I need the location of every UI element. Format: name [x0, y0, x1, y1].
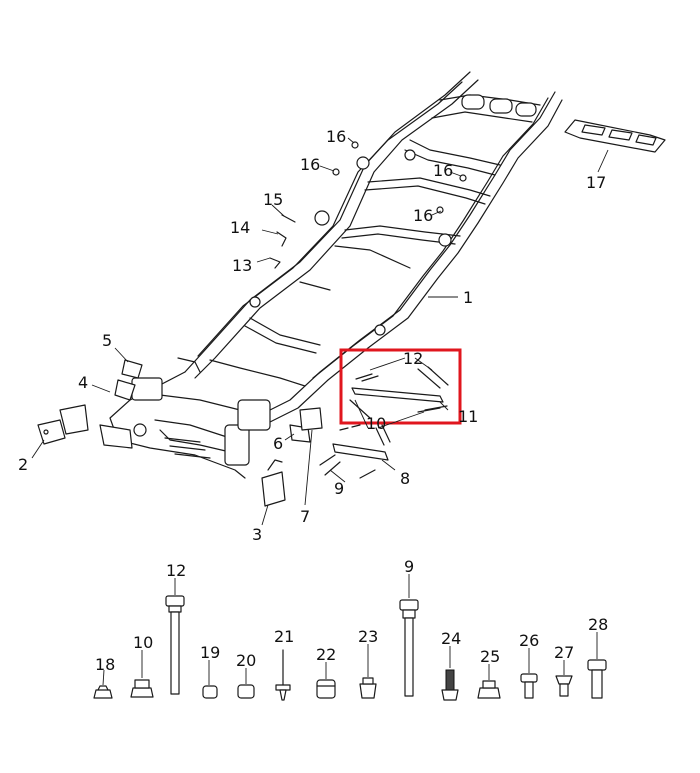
- callout-5: 5: [102, 331, 112, 350]
- hardware-label-20: 20: [236, 651, 256, 670]
- hardware-label-23: 23: [358, 627, 378, 646]
- callout-16c: 16: [433, 161, 453, 180]
- hardware-label-9: 9: [404, 557, 414, 576]
- hardware-label-21: 21: [274, 627, 294, 646]
- callout-3: 3: [252, 525, 262, 544]
- rear-crossmember[interactable]: [564, 119, 666, 153]
- leader-lines: [31, 137, 609, 526]
- callout-labels: 1 2 3 4 5 6 7 8 9 10 11 12 13 14 15 16 1…: [18, 127, 606, 544]
- bracket-4[interactable]: [99, 379, 136, 449]
- nut-20[interactable]: [237, 684, 255, 699]
- callout-14: 14: [230, 218, 250, 237]
- hardware-label-24: 24: [441, 629, 461, 648]
- bracket-7[interactable]: [299, 407, 323, 431]
- callout-13: 13: [232, 256, 252, 275]
- hardware-label-26: 26: [519, 631, 539, 650]
- clip-23[interactable]: [359, 677, 377, 699]
- callout-16d: 16: [413, 206, 433, 225]
- callout-17: 17: [586, 173, 606, 192]
- callout-15: 15: [263, 190, 283, 209]
- bracket-5[interactable]: [121, 359, 143, 379]
- clips-13-14-15[interactable]: [269, 141, 467, 269]
- callout-6: 6: [273, 434, 283, 453]
- frame-assembly[interactable]: [109, 71, 563, 479]
- callout-11: 11: [458, 407, 478, 426]
- callout-7: 7: [300, 507, 310, 526]
- callout-12: 12: [403, 349, 423, 368]
- bolt-9[interactable]: [399, 599, 419, 697]
- callout-16a: 16: [326, 127, 346, 146]
- hardware-label-27: 27: [554, 643, 574, 662]
- bolt-28[interactable]: [587, 659, 607, 699]
- flange-nut-10[interactable]: [130, 679, 154, 698]
- callout-9: 9: [334, 479, 344, 498]
- highlight-box: [339, 348, 462, 425]
- callout-1: 1: [463, 288, 473, 307]
- hardware-label-12: 12: [166, 561, 186, 580]
- hardware-label-25: 25: [480, 647, 500, 666]
- mount-3[interactable]: [261, 459, 286, 507]
- nut-19[interactable]: [202, 685, 218, 699]
- callout-4: 4: [78, 373, 88, 392]
- hardware-label-28: 28: [588, 615, 608, 634]
- callout-16b: 16: [300, 155, 320, 174]
- callout-2: 2: [18, 455, 28, 474]
- insert-22[interactable]: [316, 679, 336, 699]
- bracket-2[interactable]: [37, 404, 89, 445]
- hardware-label-18: 18: [95, 655, 115, 674]
- nut-25[interactable]: [477, 680, 501, 699]
- bolt-27[interactable]: [555, 675, 573, 697]
- lower-crossmember[interactable]: [319, 424, 391, 479]
- nut-18[interactable]: [93, 685, 113, 699]
- hardware-label-10: 10: [133, 633, 153, 652]
- hardware-label-19: 19: [200, 643, 220, 662]
- stud-24[interactable]: [441, 669, 459, 701]
- crossmember-kit[interactable]: [349, 366, 449, 419]
- bolt-26[interactable]: [520, 673, 538, 699]
- callout-10: 10: [366, 414, 386, 433]
- hardware-label-22: 22: [316, 645, 336, 664]
- bolt-12[interactable]: [165, 595, 185, 695]
- hardware-row: 18 10 12 19 20 21 22 23 9 24 25 26 27 28: [93, 557, 608, 701]
- pin-21[interactable]: [275, 649, 291, 701]
- callout-8: 8: [400, 469, 410, 488]
